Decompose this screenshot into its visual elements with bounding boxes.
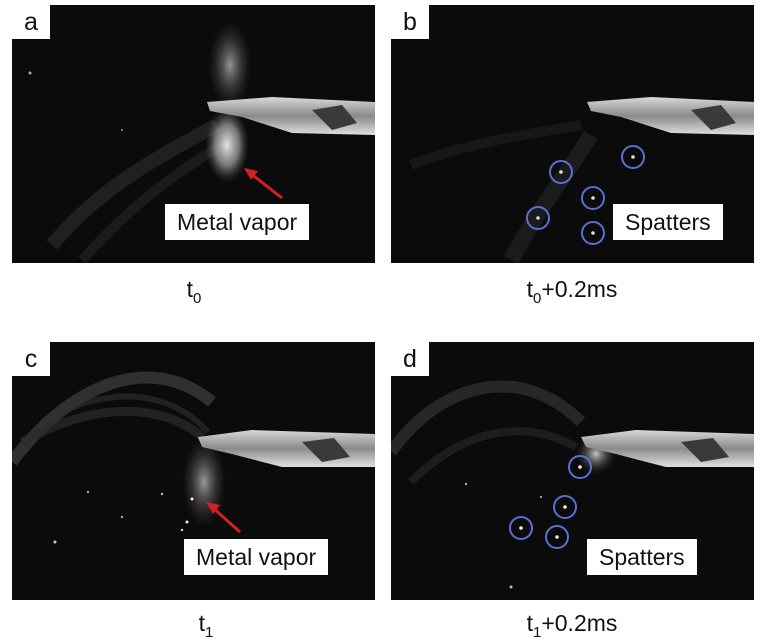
panel-d-scene [391,380,754,589]
panel-a-arrow [244,168,283,200]
panel-c-arrow [206,502,241,534]
spatter-circle [549,160,573,184]
panel-a-image: a Metal vapor [12,5,375,263]
spatter-circle [581,221,605,245]
panel-c-image: c Metal vapor [12,342,375,600]
panel-a-label: Metal vapor [165,204,310,240]
spatter-markers-d [509,455,592,549]
panel-b-caption: t0+0.2ms [526,276,618,307]
spatter-circle [526,206,550,230]
panel-d-caption: t1+0.2ms [526,610,618,641]
panel-d-letter: d [391,342,429,376]
spatter-circle [553,495,577,519]
panel-a-letter: a [12,5,50,39]
panel-b-scene [409,97,754,263]
panel-b-label: Spatters [613,204,723,240]
spatter-circle [581,186,605,210]
spatter-circle [621,145,645,169]
panel-a-caption: t0 [186,276,202,307]
panel-d-label: Spatters [587,539,697,575]
spatter-markers-b [526,145,645,245]
panel-d-image: d Spatters [391,342,754,600]
panel-c-label: Metal vapor [184,539,329,575]
spatter-circle [568,455,592,479]
panel-c-caption: t1 [198,610,214,641]
spatter-circle [545,525,569,549]
panel-b-image: b Spatters [391,5,754,263]
spatter-circle [509,516,533,540]
panel-b-letter: b [391,5,429,39]
panel-c-letter: c [12,342,50,376]
panel-a-scene [28,20,375,263]
